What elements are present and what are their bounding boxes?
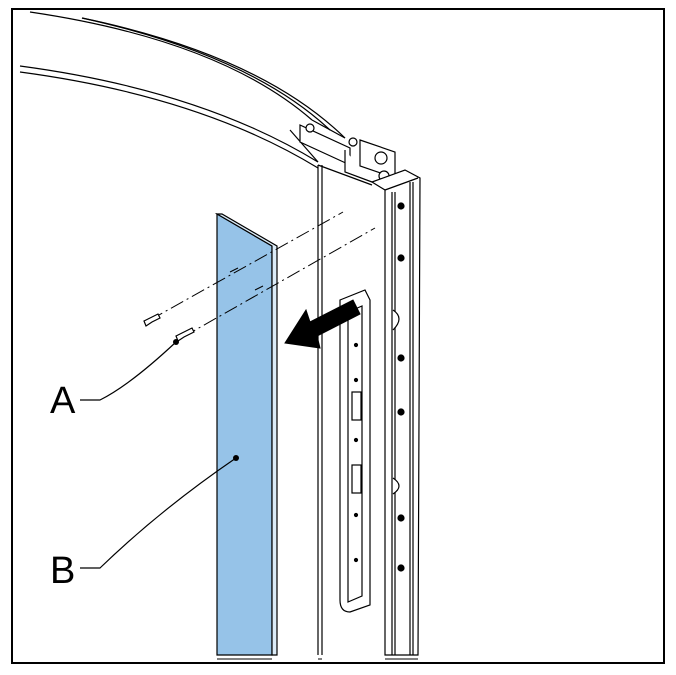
decor-panel	[214, 212, 278, 656]
door-body	[317, 164, 373, 655]
door-lock-rail	[339, 289, 371, 613]
door-top-edge	[19, 11, 346, 169]
callout-b: B	[50, 455, 239, 592]
screw-icon	[143, 313, 195, 342]
alignment-lines	[149, 211, 376, 338]
diagram-frame	[11, 8, 665, 664]
callout-a-label: A	[50, 380, 76, 422]
door-side-frame	[370, 169, 421, 656]
callout-a: A	[50, 339, 179, 422]
arrow-left-icon	[284, 299, 361, 349]
callout-b-label: B	[50, 550, 75, 592]
hinge-icon	[299, 123, 396, 183]
